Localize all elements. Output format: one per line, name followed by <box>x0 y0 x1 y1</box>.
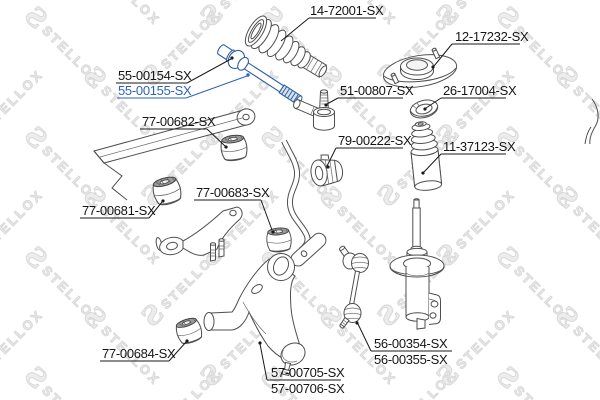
part-strut <box>389 198 445 330</box>
part-label-14-72001[interactable]: 14-72001-SX <box>310 3 384 18</box>
part-edge-fragment <box>584 98 599 145</box>
part-label-51-00807[interactable]: 51-00807-SX <box>340 83 414 98</box>
part-control-arm <box>203 253 306 376</box>
part-bushing-77-00681 <box>149 174 184 208</box>
part-label-77-00683[interactable]: 77-00683-SX <box>196 185 270 200</box>
part-bushing-77-00683 <box>265 226 293 254</box>
part-dust-cover <box>410 121 443 191</box>
part-label-77-00684[interactable]: 77-00684-SX <box>102 346 176 361</box>
part-bushing-77-00684 <box>173 315 205 347</box>
part-strut-mount <box>382 47 458 88</box>
part-label-12-17232[interactable]: 12-17232-SX <box>455 29 529 44</box>
part-crossmember <box>93 108 256 201</box>
part-label-77-00682[interactable]: 77-00682-SX <box>142 114 216 129</box>
part-label-26-17004[interactable]: 26-17004-SX <box>443 83 517 98</box>
part-label-11-37123[interactable]: 11-37123-SX <box>443 139 516 154</box>
part-stabilizer-bushing <box>310 154 344 187</box>
part-steering-boot <box>244 15 328 78</box>
leader-lines <box>80 17 520 381</box>
part-label-77-00681[interactable]: 77-00681-SX <box>82 203 156 218</box>
part-label-55-00155-selected[interactable]: 55-00155-SX <box>118 83 192 98</box>
part-label-79-00222[interactable]: 79-00222-SX <box>338 133 412 148</box>
part-rear-arm <box>155 206 243 262</box>
part-label-57-00705[interactable]: 57-00705-SX <box>271 365 345 380</box>
part-stabilizer-link <box>338 245 369 329</box>
part-label-55-00154[interactable]: 55-00154-SX <box>118 68 192 83</box>
part-label-56-00355[interactable]: 56-00355-SX <box>374 352 448 367</box>
part-stabilizer-bar <box>281 139 327 267</box>
part-label-57-00706[interactable]: 57-00706-SX <box>271 381 345 396</box>
part-bushing-77-00682 <box>218 133 249 163</box>
part-tie-rod-end <box>293 89 335 131</box>
part-label-56-00354[interactable]: 56-00354-SX <box>374 336 448 351</box>
